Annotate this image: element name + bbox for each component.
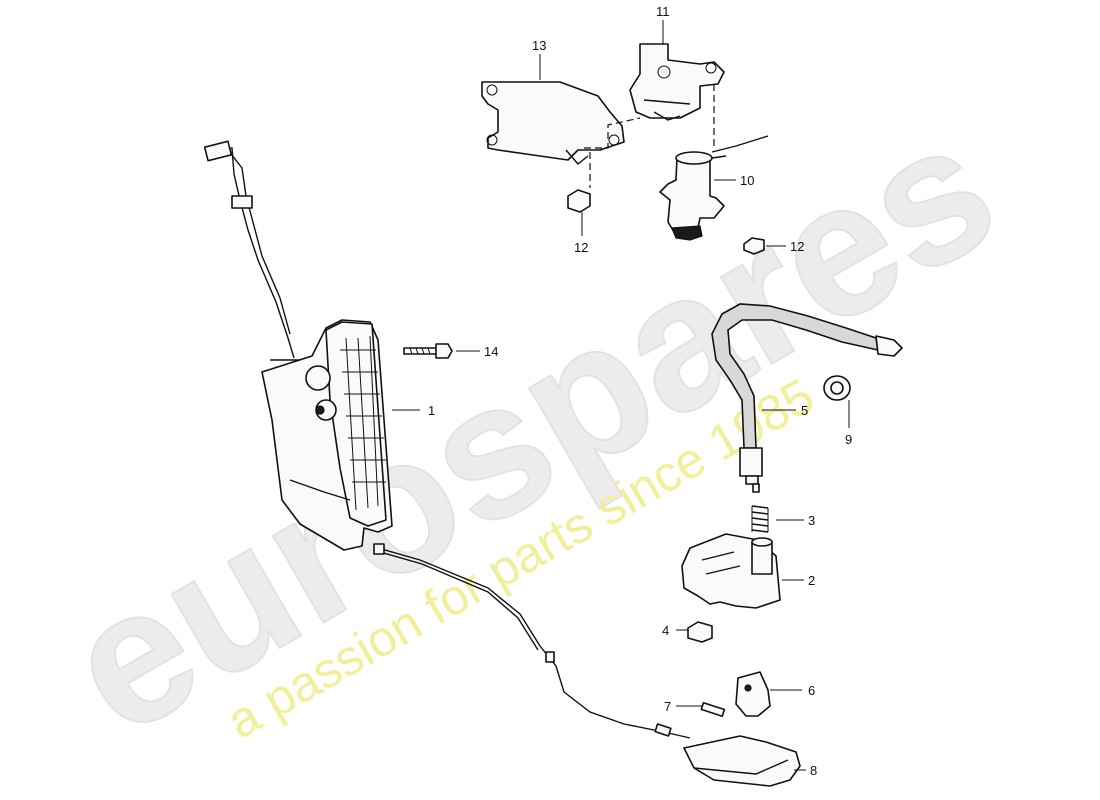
part-3-spring: [751, 505, 769, 533]
callout-5: 5: [801, 403, 808, 418]
callout-12-right: 12: [790, 239, 804, 254]
part-2-switch: [681, 533, 781, 609]
callout-9: 9: [845, 432, 852, 447]
part-4-nut: [687, 621, 713, 643]
callout-4: 4: [662, 623, 669, 638]
callout-1: 1: [428, 403, 435, 418]
part-9-grommet: [823, 375, 851, 401]
part-11-mount: [629, 43, 725, 150]
part-14-screw: [403, 343, 453, 359]
callout-7: 7: [664, 699, 671, 714]
callout-13: 13: [532, 38, 546, 53]
part-6-cover: [735, 671, 771, 717]
callout-6: 6: [808, 683, 815, 698]
part-12-nut-right: [743, 237, 765, 255]
part-1-pedal-assembly: [203, 140, 393, 551]
part-13-bracket: [481, 81, 641, 165]
watermark: eurospares a passion for parts since 198…: [34, 79, 1029, 777]
callout-3: 3: [808, 513, 815, 528]
part-12-nut-left: [567, 152, 591, 213]
part-10-actuator: [659, 135, 769, 241]
callout-8: 8: [810, 763, 817, 778]
callout-2: 2: [808, 573, 815, 588]
watermark-brand: eurospares: [35, 80, 1028, 776]
callout-12-left: 12: [574, 240, 588, 255]
part-5-hose: [711, 303, 903, 493]
part-7-pin: [700, 701, 726, 718]
callouts: 1 2 3 4 5 6 7 8 9 10 11 12 12 13 14: [428, 4, 852, 778]
callout-14: 14: [484, 344, 498, 359]
throttle-cable: [373, 543, 691, 739]
callout-10: 10: [740, 173, 754, 188]
callout-11: 11: [656, 4, 670, 19]
part-8-housing: [683, 735, 801, 787]
leader-lines: [392, 20, 850, 771]
